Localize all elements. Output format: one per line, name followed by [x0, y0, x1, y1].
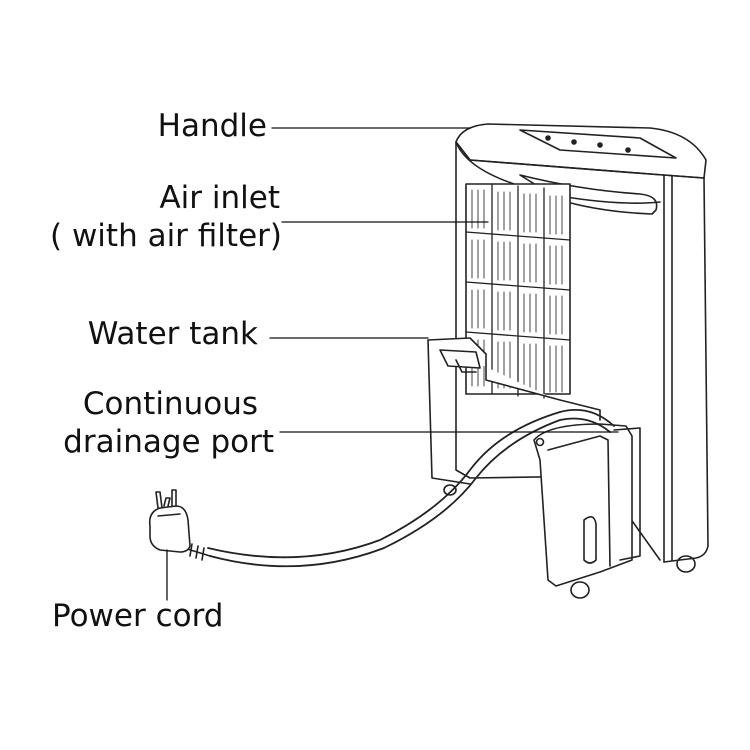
power-cord [148, 408, 615, 568]
water-tank [427, 337, 696, 599]
label-continuous: Continuous [82, 386, 258, 422]
label-drainage-port: drainage port [63, 424, 274, 460]
dehumidifier-body [455, 123, 709, 563]
label-power-cord: Power cord [52, 598, 224, 634]
label-air-inlet: Air inlet [159, 180, 280, 216]
label-air-filter: ( with air filter) [50, 218, 282, 254]
label-water-tank: Water tank [87, 316, 258, 352]
leader-lines [166, 127, 619, 601]
label-handle: Handle [157, 108, 267, 144]
air-inlet-grille [465, 183, 571, 399]
